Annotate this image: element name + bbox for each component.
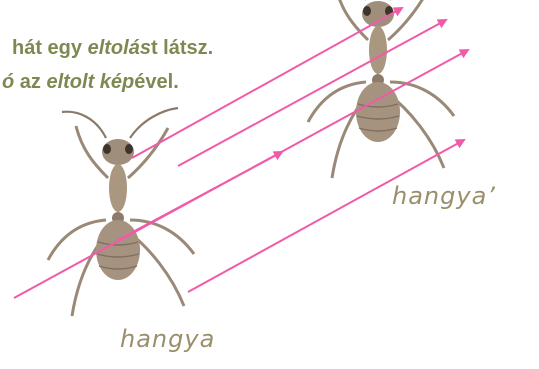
translation-arrow-4 — [14, 50, 468, 298]
translation-arrow-2 — [178, 20, 446, 166]
label-original-ant: hangya — [120, 325, 215, 353]
translation-arrows — [14, 8, 468, 298]
label-translated-ant: hangya’ — [392, 182, 496, 210]
translation-arrow-5 — [188, 140, 464, 292]
